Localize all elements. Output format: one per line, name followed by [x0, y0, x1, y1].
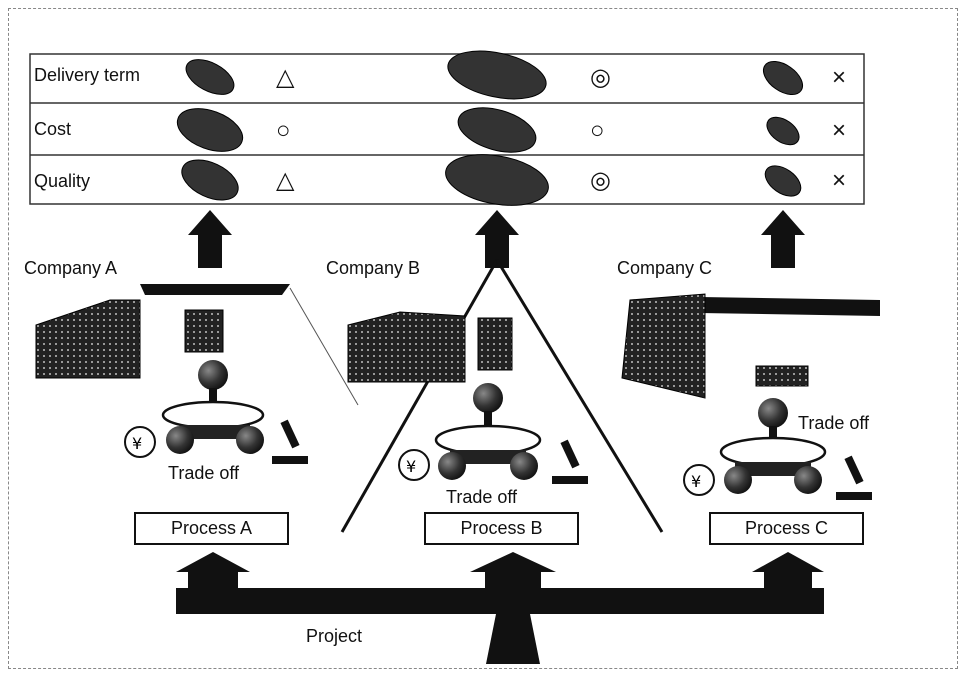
stone-c-quality [764, 165, 802, 197]
stone-c-delivery [762, 60, 804, 96]
svg-text:¥: ¥ [406, 457, 416, 476]
stone-a-cost [176, 108, 244, 152]
company-a-scene: ¥ [35, 284, 359, 464]
company-a-stones [176, 59, 244, 201]
process-a-box: Process A [134, 512, 289, 545]
grade-a-delivery: △ [276, 64, 295, 91]
grade-c-quality: × [832, 167, 847, 194]
arrow-up-process-c [752, 552, 824, 590]
svg-text:¥: ¥ [691, 472, 701, 491]
grade-b-cost: ○ [590, 117, 605, 144]
money-bag-icon [124, 426, 156, 458]
up-arrows [188, 210, 805, 268]
stone-b-cost [457, 107, 537, 153]
company-c-balance-plate [719, 436, 827, 468]
grade-c-delivery: × [832, 64, 847, 91]
criteria-table [29, 53, 865, 205]
stone-c-cost [766, 116, 800, 146]
grade-c-cost: × [832, 117, 847, 144]
process-b-box: Process B [424, 512, 579, 545]
process-c-label: Process C [744, 518, 829, 538]
company-b-label: Company B [326, 258, 421, 278]
company-a-head [198, 360, 228, 390]
company-b-head [473, 383, 503, 413]
company-a-balance-plate [161, 400, 265, 430]
company-b-machine [477, 317, 513, 371]
company-c-stones [762, 60, 804, 197]
project-label: Project [306, 626, 363, 646]
company-b-balance-plate [434, 424, 542, 456]
criteria-label-quality: Quality [34, 171, 91, 191]
company-a-label: Company A [24, 258, 118, 278]
company-b-building [347, 311, 466, 383]
stone-a-quality [181, 159, 239, 201]
company-c-head [758, 398, 788, 428]
company-a-machine [184, 309, 224, 353]
criteria-label-cost: Cost [34, 119, 72, 139]
company-b-scene: ¥ [340, 259, 664, 533]
process-a-label: Process A [170, 518, 253, 538]
tradeoff-label-a: Trade off [168, 463, 240, 483]
microscope-icon [836, 455, 872, 500]
arrow-up-b [475, 210, 519, 268]
process-b-label: Process B [460, 518, 543, 538]
stone-a-delivery [185, 59, 235, 95]
company-b-stones [445, 50, 549, 206]
arrow-up-c [761, 210, 805, 268]
svg-text:¥: ¥ [132, 434, 142, 453]
microscope-icon [552, 439, 588, 484]
company-c-machine [755, 365, 809, 387]
money-bag-icon [683, 464, 715, 496]
process-c-box: Process C [709, 512, 864, 545]
project-bar [176, 588, 824, 614]
stone-b-quality [445, 154, 549, 206]
criteria-label-delivery: Delivery term [34, 65, 141, 85]
project-base [176, 552, 824, 664]
money-bag-icon [398, 449, 430, 481]
arrow-up-process-a [176, 552, 250, 590]
arrow-up-process-b [470, 552, 556, 590]
company-c-building [621, 293, 706, 399]
tradeoff-label-b: Trade off [446, 487, 518, 507]
diagram-frame [8, 8, 958, 669]
arrow-up-a [188, 210, 232, 268]
company-a-building [35, 299, 141, 379]
tradeoff-label-c: Trade off [798, 413, 870, 433]
company-c-label: Company C [617, 258, 713, 278]
company-c-scene: ¥ [621, 293, 880, 500]
project-fulcrum [486, 614, 540, 664]
grade-b-delivery: ◎ [590, 64, 611, 91]
stone-b-delivery [447, 50, 547, 100]
grade-b-quality: ◎ [590, 167, 611, 194]
microscope-icon [272, 419, 308, 464]
grade-a-cost: ○ [276, 117, 291, 144]
grade-a-quality: △ [276, 167, 295, 194]
